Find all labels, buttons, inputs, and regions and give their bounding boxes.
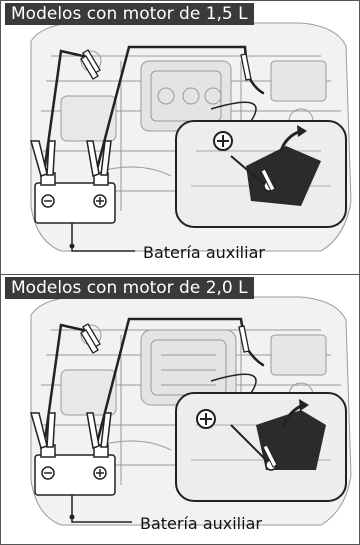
panel-title: Modelos con motor de 1,5 L [5,3,254,25]
panel-title: Modelos con motor de 2,0 L [5,277,254,299]
panel-1-5l: Modelos con motor de 1,5 L Batería auxil… [1,1,359,275]
plus-symbol [196,409,216,429]
jumper-cables [42,45,265,175]
battery-terminal-detail [175,101,347,228]
battery-label: Batería auxiliar [143,243,265,262]
jumper-cables [42,317,265,449]
auxiliary-battery [30,140,116,224]
panel-2-0l: Modelos con motor de 2,0 L Batería auxil… [1,275,359,545]
engine-bay-illustration [30,296,352,526]
plus-symbol [213,131,233,151]
battery-label: Batería auxiliar [140,514,262,533]
battery-terminal-detail [175,373,347,502]
auxiliary-battery [30,412,116,496]
engine-bay-illustration [30,22,352,252]
